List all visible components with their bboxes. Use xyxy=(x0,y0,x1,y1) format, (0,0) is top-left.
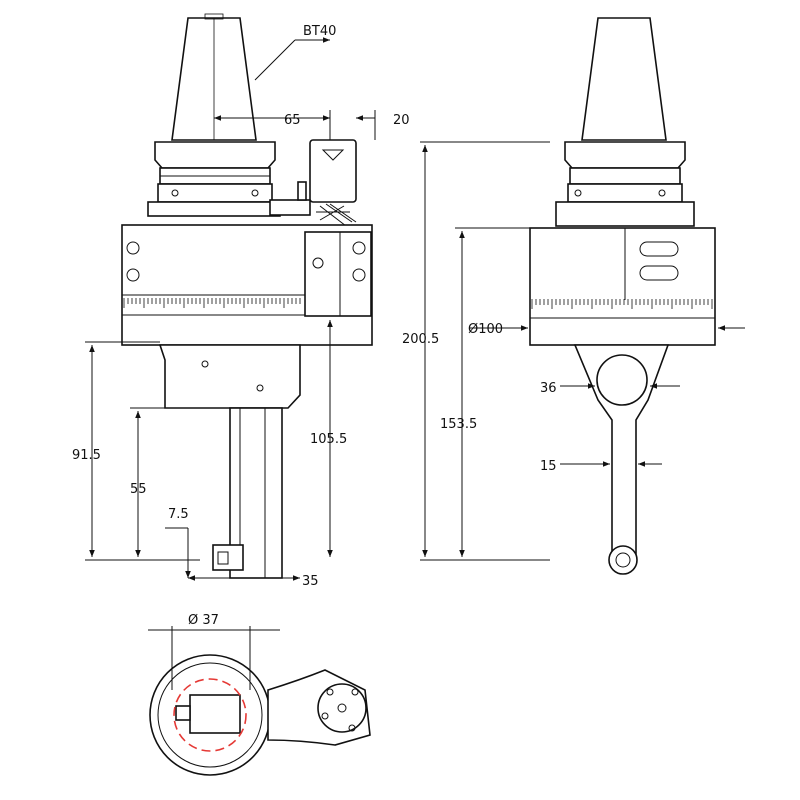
side-main-body xyxy=(529,227,716,346)
label-spindle-height: 153.5 xyxy=(440,417,477,432)
label-bore-diameter: Ø 37 xyxy=(188,613,219,628)
front-graduated-scale xyxy=(123,298,301,308)
front-flange xyxy=(154,141,276,169)
label-arm-width: 35 xyxy=(302,574,319,589)
front-neck xyxy=(158,344,301,409)
bore-circle-highlight xyxy=(173,678,247,752)
label-arm-width-side: 36 xyxy=(540,381,557,396)
label-total-height: 200.5 xyxy=(402,332,439,347)
top-sensor-body xyxy=(189,694,241,734)
label-bt40: BT40 xyxy=(303,24,336,39)
label-arm-height: 55 xyxy=(130,482,147,497)
side-tip xyxy=(608,545,638,575)
front-sensor-box xyxy=(309,139,357,203)
side-graduated-scale xyxy=(531,299,713,309)
label-tip-width: 15 xyxy=(540,459,557,474)
side-view xyxy=(529,17,716,575)
label-front-offset: 65 xyxy=(284,113,301,128)
dimension-labels: BT40 65 20 200.5 153.5 105.5 91.5 55 7.5… xyxy=(72,24,557,628)
label-side-offset: 20 xyxy=(393,113,410,128)
label-tip-offset: 7.5 xyxy=(168,507,189,522)
label-body-height: 105.5 xyxy=(310,432,347,447)
top-view xyxy=(149,654,371,776)
front-view xyxy=(121,13,373,579)
label-body-diameter: Ø100 xyxy=(468,322,503,337)
dimensions xyxy=(85,40,745,690)
side-taper xyxy=(581,17,667,141)
label-lower-height: 91.5 xyxy=(72,448,101,463)
